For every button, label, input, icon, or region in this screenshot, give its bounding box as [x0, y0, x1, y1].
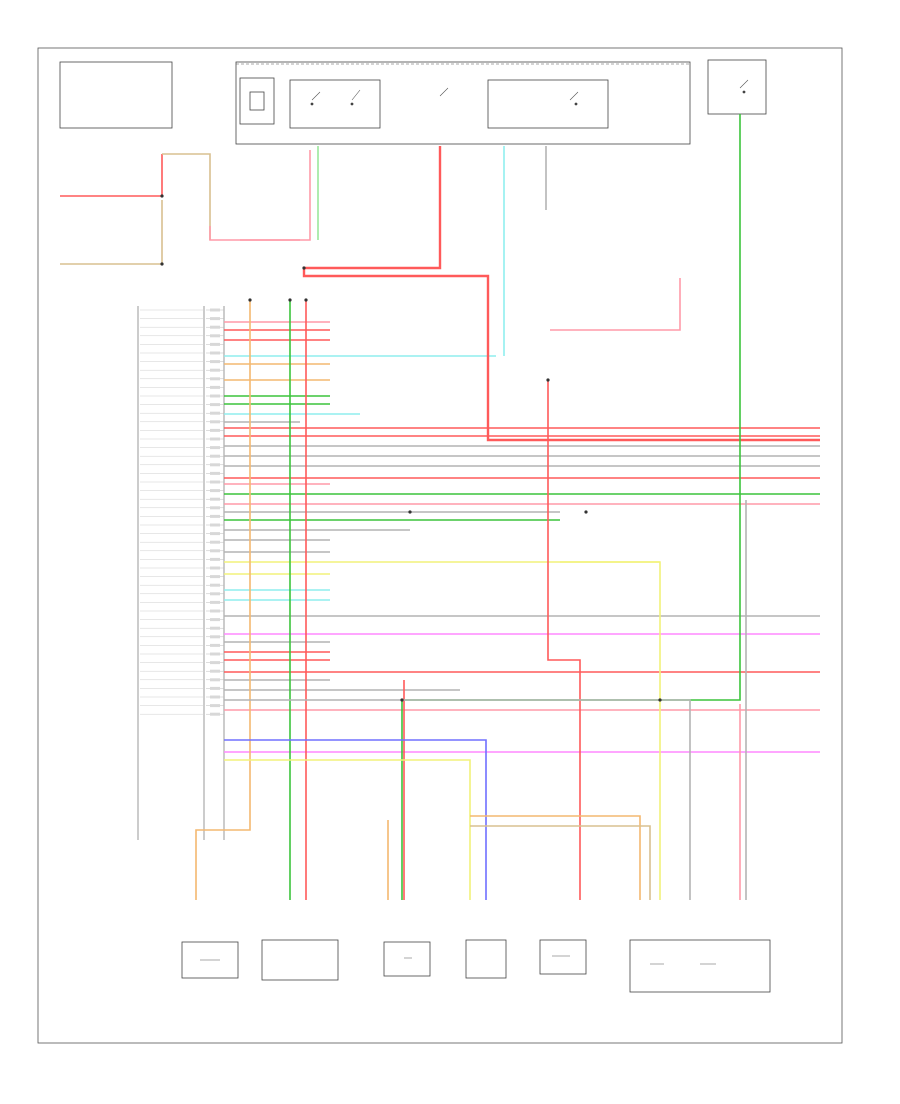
- pin-number-cell: [210, 592, 220, 596]
- pin-number-cell: [210, 411, 220, 415]
- relay-2-box: [289, 79, 381, 129]
- splice-dot: [288, 298, 292, 302]
- sensor-5-box: [539, 939, 587, 975]
- pin-number-cell: [210, 446, 220, 450]
- pin-number-cell: [210, 325, 220, 329]
- pin-number-cell: [210, 618, 220, 622]
- pin-number-cell: [210, 368, 220, 372]
- pin-number-cell: [210, 575, 220, 579]
- pin-number-cell: [210, 712, 220, 716]
- pin-number-cell: [210, 643, 220, 647]
- pin-number-cell: [210, 377, 220, 381]
- splice-dot: [658, 698, 662, 702]
- pin-number-cell: [210, 506, 220, 510]
- pin-number-cell: [210, 523, 220, 527]
- pin-number-cell: [210, 686, 220, 690]
- pin-number-cell: [210, 454, 220, 458]
- red-right-riser: [547, 380, 581, 900]
- pin-number-cell: [210, 403, 220, 407]
- pcm-connector-block: [137, 306, 225, 840]
- relay-output-pink: [209, 226, 300, 241]
- splice-points: [160, 194, 662, 702]
- pin-number-cell: [210, 394, 220, 398]
- pin-number-cell: [210, 317, 220, 321]
- pin-number-cell: [210, 609, 220, 613]
- pin-number-cell: [210, 549, 220, 553]
- ignition-switch-box: [59, 61, 173, 129]
- pin-number-cell: [210, 428, 220, 432]
- relay-1-box: [239, 77, 275, 125]
- top-components: [59, 59, 767, 145]
- pin-number-cell: [210, 695, 220, 699]
- drop-7: [224, 759, 471, 900]
- pin-number-cell: [210, 463, 220, 467]
- relay-3-box: [487, 79, 609, 129]
- splice-dot: [160, 262, 164, 266]
- pin-number-cell: [210, 308, 220, 312]
- pin-number-cell: [210, 471, 220, 475]
- pin-number-cell: [210, 385, 220, 389]
- sensor-6-box: [629, 939, 771, 993]
- splice-dot: [584, 510, 588, 514]
- sensor-2-box: [261, 939, 339, 981]
- splice-dot: [408, 510, 412, 514]
- pin-number-cell: [210, 334, 220, 338]
- pcm-pin-rows: [140, 308, 224, 716]
- pin-number-cell: [210, 557, 220, 561]
- splice-dot: [546, 378, 550, 382]
- splice-dot: [160, 194, 164, 198]
- sensor-1-box: [181, 941, 239, 979]
- diagram-frame: [37, 47, 843, 1044]
- drop-6: [224, 739, 487, 900]
- red-main: [302, 146, 820, 442]
- module-top-right-box: [707, 59, 767, 115]
- ignition-feed-red: [60, 154, 163, 197]
- pin-number-cell: [210, 514, 220, 518]
- pink-main: [240, 150, 311, 241]
- pin-number-cell: [210, 532, 220, 536]
- wires: [60, 114, 820, 900]
- pin-number-cell: [210, 351, 220, 355]
- splice-dot: [304, 298, 308, 302]
- pin-number-cell: [210, 342, 220, 346]
- pin-number-cell: [210, 480, 220, 484]
- pin-number-cell: [210, 635, 220, 639]
- pin-number-cell: [210, 497, 220, 501]
- drop-1: [195, 300, 251, 900]
- pin-number-cell: [210, 420, 220, 424]
- ignition-feed-olive: [60, 200, 163, 265]
- splice-dot: [302, 266, 306, 270]
- pin-number-cell: [210, 600, 220, 604]
- pin-number-cell: [210, 360, 220, 364]
- pin-number-cell: [210, 566, 220, 570]
- pin-number-cell: [210, 437, 220, 441]
- sensor-4-box: [465, 939, 507, 979]
- bottom-components: [181, 939, 771, 993]
- pin-number-cell: [210, 669, 220, 673]
- drop-8: [470, 815, 641, 900]
- pin-number-cell: [210, 661, 220, 665]
- pink-right: [550, 278, 681, 331]
- pin-number-cell: [210, 652, 220, 656]
- olive-vertical: [162, 153, 211, 240]
- pin-number-cell: [210, 626, 220, 630]
- fuse-block-box: [235, 61, 691, 145]
- pin-number-cell: [210, 489, 220, 493]
- pin-number-cell: [210, 540, 220, 544]
- pin-number-cell: [210, 704, 220, 708]
- drop-11: [224, 699, 691, 900]
- sensor-3-box: [383, 941, 431, 977]
- pin-number-cell: [210, 678, 220, 682]
- drop-10: [560, 561, 661, 900]
- splice-dot: [400, 698, 404, 702]
- drop-9: [470, 825, 651, 900]
- splice-dot: [248, 298, 252, 302]
- pin-number-cell: [210, 583, 220, 587]
